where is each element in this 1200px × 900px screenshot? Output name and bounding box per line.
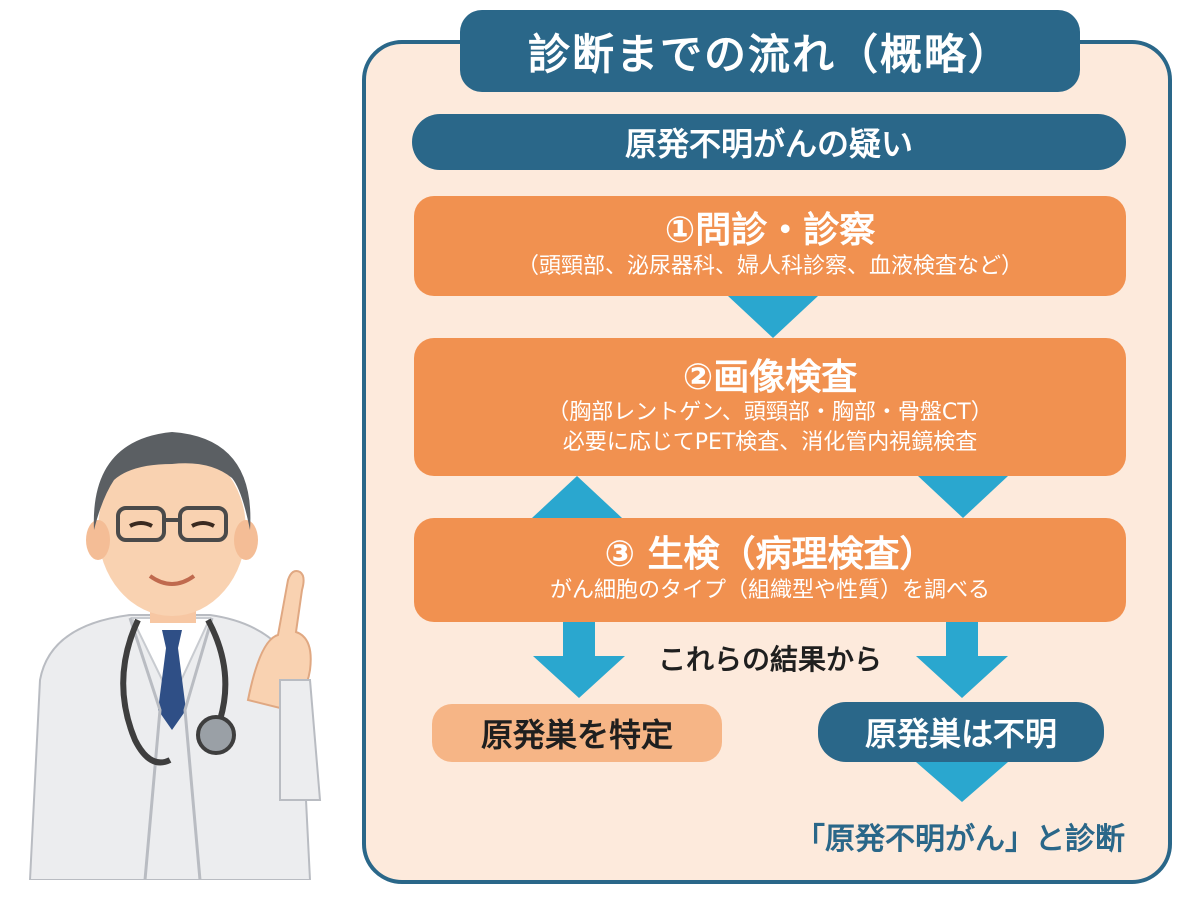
arrow-down-icon [918, 476, 1008, 518]
arrow-down-icon [916, 622, 1008, 698]
step-detail: （胸部レントゲン、頭頸部・胸部・骨盤CT） [547, 400, 993, 425]
step-heading: ①問診・診察 [664, 210, 876, 252]
step-biopsy: ③ 生検（病理検査） がん細胞のタイプ（組織型や性質）を調べる [414, 518, 1126, 622]
step-detail: がん細胞のタイプ（組織型や性質）を調べる [549, 577, 990, 603]
step-imaging: ②画像検査 （胸部レントゲン、頭頸部・胸部・骨盤CT） 必要に応じてPET検査、… [414, 338, 1126, 476]
step-interview-exam: ①問診・診察 （頭頸部、泌尿器科、婦人科診察、血液検査など） [414, 196, 1126, 296]
arrow-down-icon [916, 762, 1008, 802]
step-detail: 必要に応じてPET検査、消化管内視鏡検査 [562, 429, 978, 455]
arrow-down-icon [728, 296, 818, 338]
arrow-down-icon [533, 622, 625, 698]
step-detail: （頭頸部、泌尿器科、婦人科診察、血液検査など） [516, 253, 1023, 279]
page-title: 診断までの流れ（概略） [460, 10, 1080, 92]
outcome-identified: 原発巣を特定 [432, 704, 722, 762]
arrow-up-icon [532, 476, 622, 518]
from-results-label: これらの結果から [657, 643, 882, 676]
final-diagnosis: 「原発不明がん」と診断 [795, 822, 1125, 857]
suspicion-banner: 原発不明がんの疑い [412, 114, 1126, 170]
outcome-unknown: 原発巣は不明 [818, 702, 1104, 762]
doctor-illustration [28, 432, 322, 880]
step-heading: ③ 生検（病理検査） [604, 534, 936, 576]
step-heading: ②画像検査 [682, 356, 858, 398]
